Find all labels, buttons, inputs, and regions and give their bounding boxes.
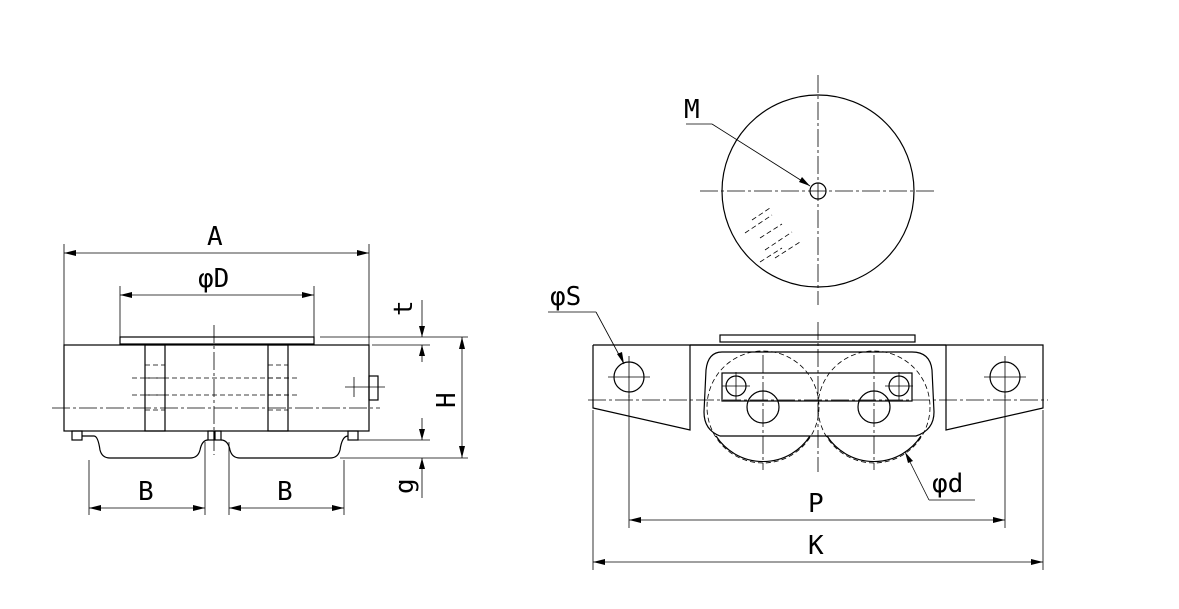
center-stud-right bbox=[214, 430, 222, 441]
label-t: t bbox=[389, 300, 419, 316]
label-M: M bbox=[684, 95, 700, 125]
label-K: K bbox=[808, 531, 824, 561]
right-bearing-block bbox=[267, 344, 289, 432]
label-phiS: φS bbox=[550, 282, 581, 312]
axle-bar bbox=[721, 372, 913, 402]
label-phiD: φD bbox=[198, 264, 229, 294]
label-phid: φd bbox=[932, 469, 963, 499]
center-stud-left bbox=[207, 430, 215, 441]
right-wheel bbox=[817, 350, 931, 464]
left-bearing-block bbox=[144, 344, 166, 432]
top-disc-view: M bbox=[684, 75, 935, 305]
side-view: A φD t H g B B bbox=[52, 222, 468, 515]
label-P: P bbox=[808, 489, 824, 519]
left-stud bbox=[71, 430, 83, 441]
front-top-plate bbox=[719, 334, 916, 343]
front-view: φS φd P K bbox=[548, 282, 1048, 570]
front-inner-pocket bbox=[703, 351, 935, 437]
label-B-left: B bbox=[138, 477, 154, 507]
right-wheel-profile bbox=[220, 435, 349, 459]
label-B-right: B bbox=[277, 477, 293, 507]
anti-slip-marks bbox=[744, 207, 801, 263]
side-pin bbox=[368, 375, 379, 401]
label-H: H bbox=[432, 392, 462, 408]
left-wheel bbox=[706, 350, 820, 464]
left-wheel-profile bbox=[82, 435, 209, 459]
right-stud bbox=[347, 430, 359, 441]
label-g: g bbox=[390, 478, 420, 494]
label-A: A bbox=[207, 222, 223, 252]
top-plate bbox=[119, 336, 315, 345]
main-body bbox=[63, 344, 370, 432]
